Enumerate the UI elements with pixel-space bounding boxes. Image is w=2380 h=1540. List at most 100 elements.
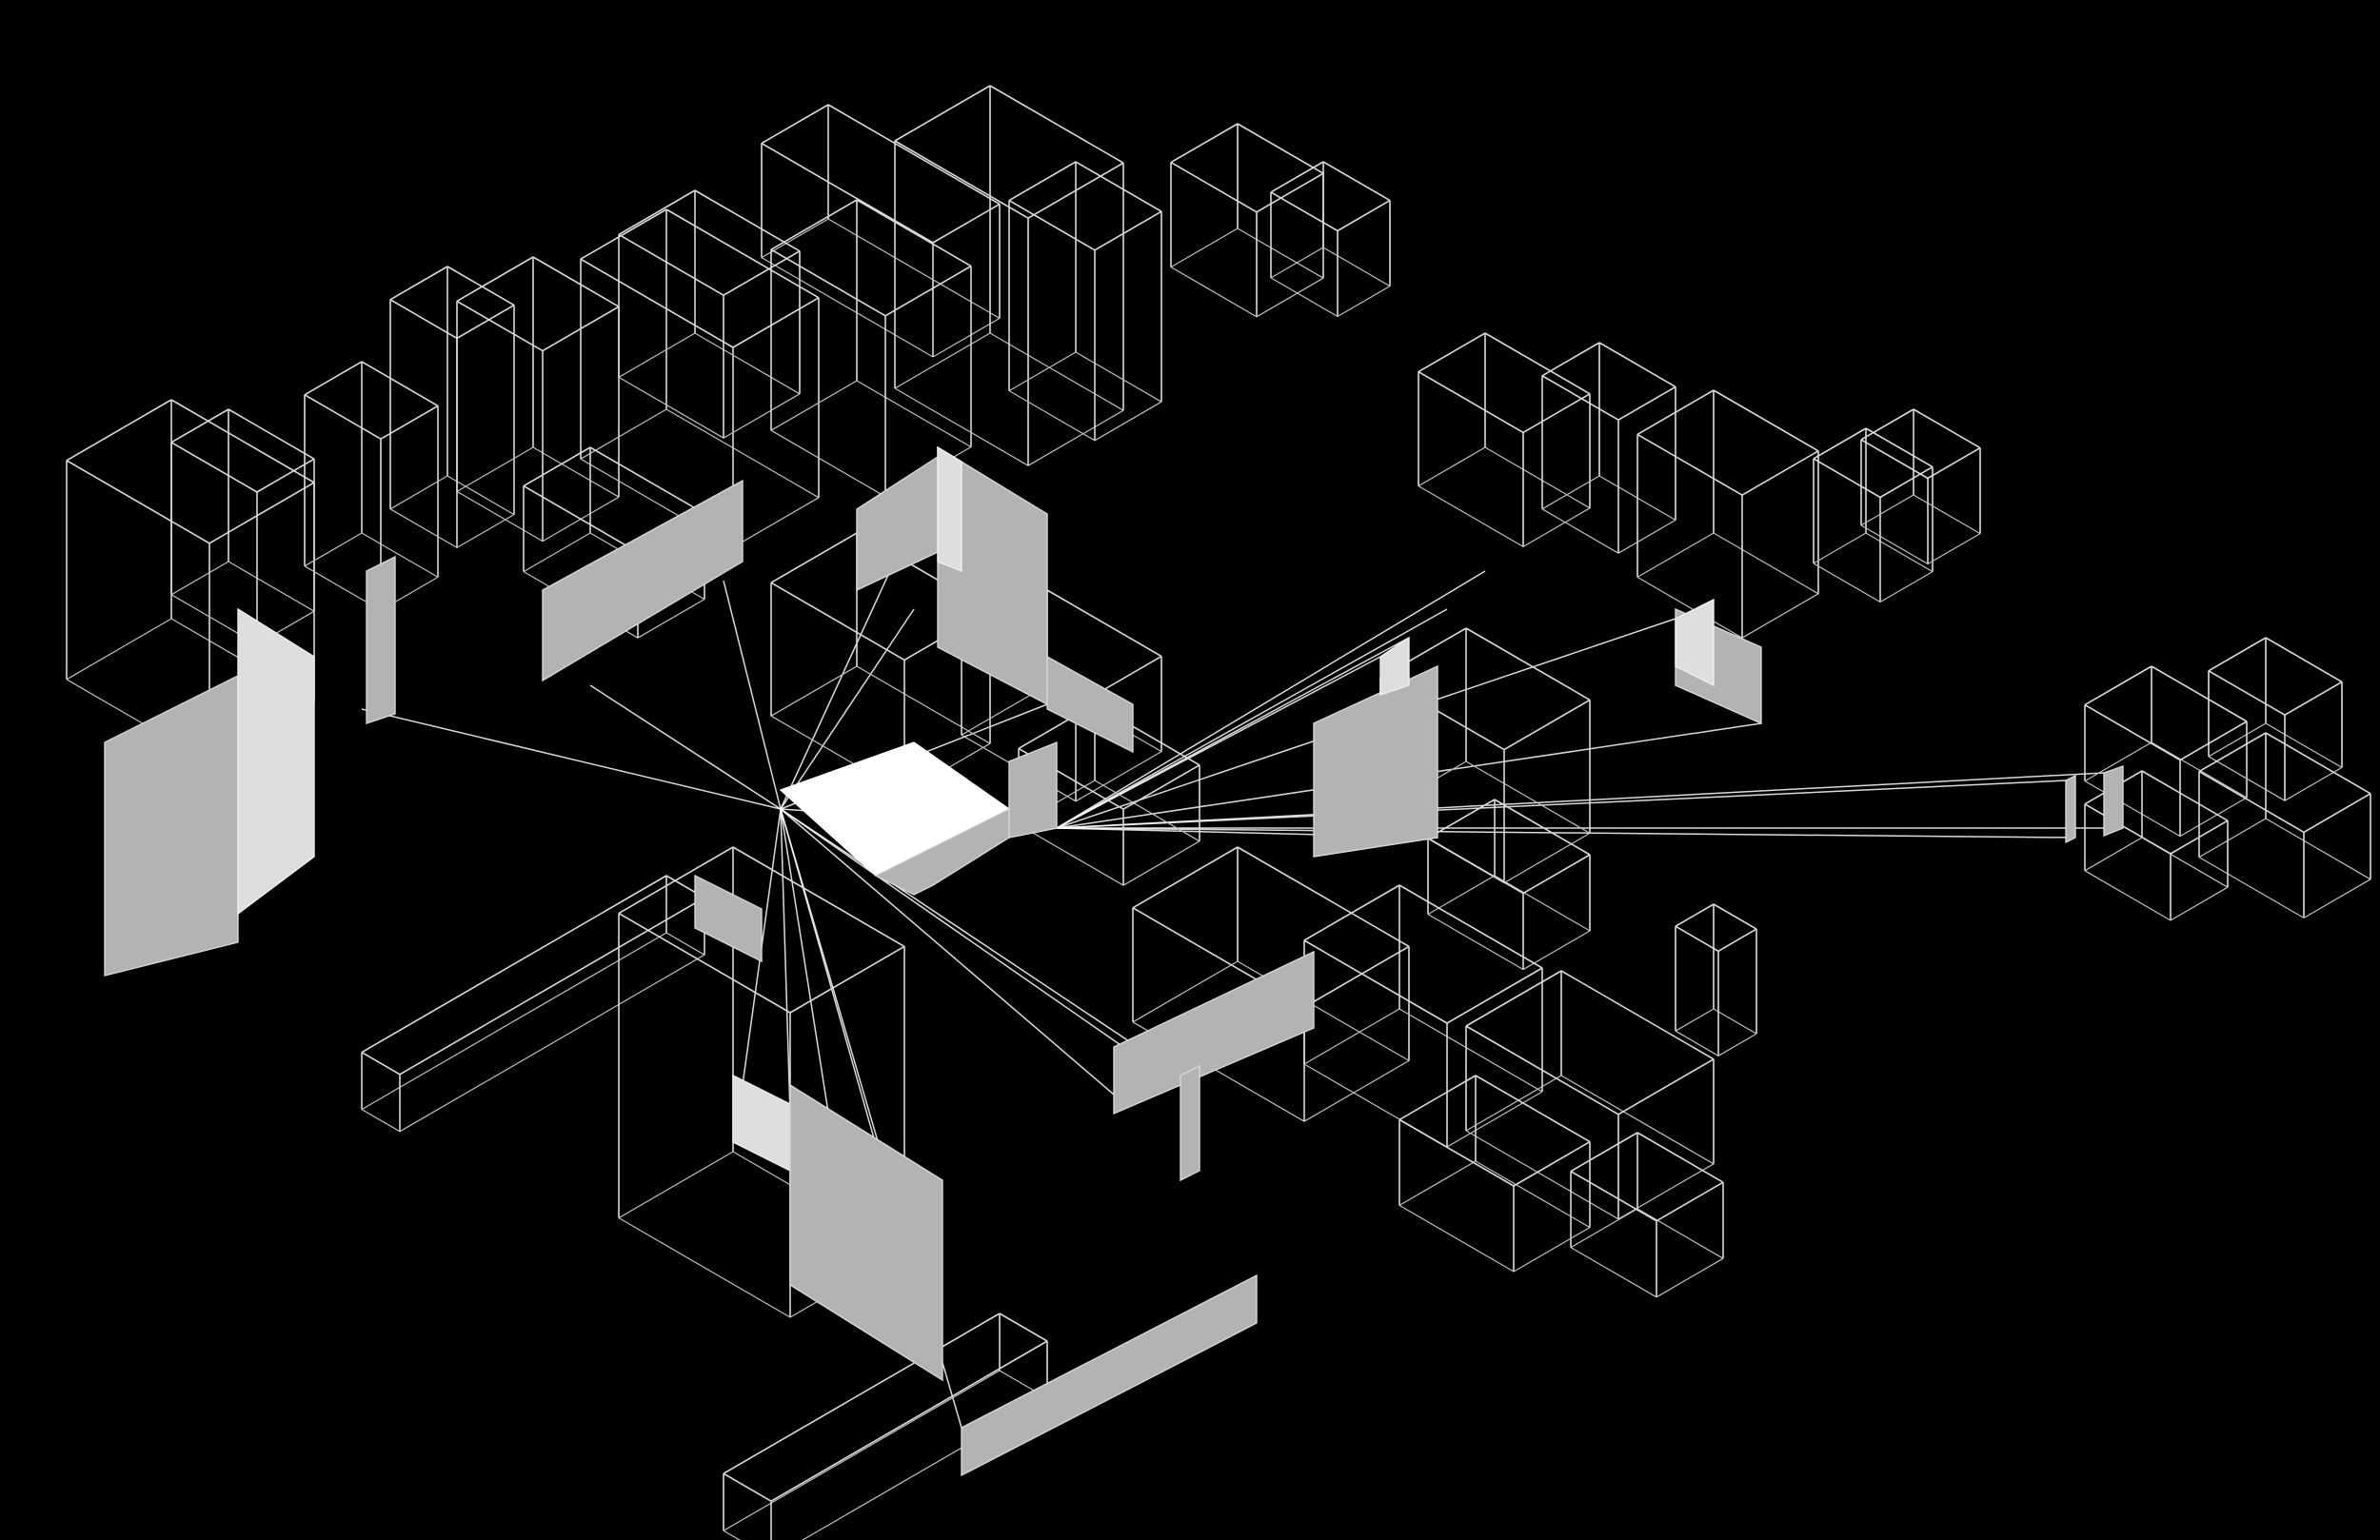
block-edge <box>770 380 858 431</box>
block-edge <box>1398 1075 1477 1121</box>
block-edge <box>1046 589 1162 658</box>
block-edge <box>1860 408 1914 441</box>
block-edge <box>304 361 363 396</box>
block-edge <box>932 317 1001 358</box>
block-edge <box>361 932 667 1111</box>
block-edge <box>1598 342 1676 388</box>
block-edge <box>1541 475 1600 510</box>
block-lower-right-d <box>1570 1132 1724 1298</box>
block-edge <box>1813 458 1881 499</box>
block-edge <box>1270 277 1339 318</box>
block-edge <box>456 256 534 303</box>
block-edge <box>1494 875 1591 932</box>
block-edge <box>1675 925 1719 952</box>
block-edge <box>532 256 620 307</box>
block-edge <box>2084 870 2172 921</box>
block-edge <box>1018 823 1124 886</box>
block-edge <box>1008 161 1077 202</box>
block-edge <box>1170 227 1239 268</box>
block-edge <box>723 1370 1001 1531</box>
block-edge <box>2084 780 2181 838</box>
building-blocks-layer <box>66 85 2371 1540</box>
block-edge <box>1418 446 1486 487</box>
block-edge <box>894 85 991 142</box>
highlighted-faces-layer <box>104 445 2124 1477</box>
block-edge <box>2208 670 2286 716</box>
block-edge <box>2208 756 2286 801</box>
block-edge <box>304 532 363 567</box>
block-edge <box>1418 332 1486 373</box>
facade-plane-top-left <box>856 455 939 592</box>
block-edge <box>1484 332 1591 395</box>
block-lower-long <box>361 875 705 1133</box>
block-edge <box>1075 161 1162 212</box>
block-edge <box>618 332 696 378</box>
block-edge <box>1094 210 1162 251</box>
block-edge <box>228 408 315 460</box>
block-edge <box>361 1109 401 1133</box>
block-left-mid <box>456 256 620 543</box>
block-edge <box>1075 751 1162 802</box>
block-edge <box>1503 699 1591 751</box>
block-edge <box>1570 1247 1657 1298</box>
block-left-slim <box>389 266 515 548</box>
block-edge <box>170 442 258 493</box>
block-edge <box>1879 465 1934 499</box>
sightline <box>780 808 1115 1096</box>
block-edge <box>1475 1160 1591 1229</box>
block-edge <box>1636 532 1715 578</box>
block-edge <box>989 332 1124 411</box>
block-edge <box>1617 519 1676 554</box>
roof-edge-center <box>874 807 1010 896</box>
block-lower-right-a <box>1132 846 1410 1122</box>
block-edge <box>1270 161 1324 193</box>
block-edge <box>1813 563 1881 603</box>
block-isolated-column <box>1675 903 1757 1056</box>
block-edge <box>456 304 515 340</box>
block-edge <box>1303 1008 1400 1065</box>
block-edge <box>1617 385 1676 421</box>
block-edge <box>1541 508 1619 554</box>
facade-plane-right-a <box>1313 664 1438 858</box>
block-right-a <box>1418 332 1591 547</box>
block-edge <box>723 1530 742 1540</box>
block-edge <box>1237 227 1324 279</box>
block-edge <box>1503 832 1591 884</box>
block-edge <box>761 257 934 358</box>
facade-light-right-b <box>1675 598 1715 687</box>
block-edge <box>1617 1058 1715 1116</box>
block-edge <box>1813 427 1867 460</box>
block-edge <box>2265 732 2371 795</box>
block-edge <box>1522 854 1591 895</box>
block-edge <box>732 497 820 548</box>
block-edge <box>1427 875 1496 916</box>
block-edge <box>2208 637 2267 672</box>
block-edge <box>694 332 801 395</box>
block-edge <box>2284 766 2343 801</box>
block-edge <box>361 1051 401 1076</box>
sightline <box>780 808 791 1115</box>
block-right-d <box>1813 427 1934 603</box>
facade-notch-right-a <box>1379 636 1410 696</box>
block-edge <box>770 429 886 498</box>
block-edge <box>1303 1059 1410 1122</box>
sightline <box>1056 772 2105 829</box>
facade-plane-far-left-light <box>237 607 315 916</box>
sightline <box>723 580 782 810</box>
block-edge <box>1541 375 1619 421</box>
block-lower-right-e <box>1398 1075 1591 1273</box>
block-edge <box>732 297 820 348</box>
facade-plane-lower-tower <box>789 1083 943 1382</box>
facade-strip-lower-center <box>1180 1064 1200 1182</box>
block-edge <box>1494 799 1591 856</box>
block-edge <box>770 665 858 717</box>
block-edge <box>1303 884 1400 941</box>
block-edge <box>1636 1132 1724 1183</box>
block-edge <box>2170 886 2229 921</box>
block-edge <box>1927 533 1981 565</box>
block-edge <box>580 258 734 348</box>
block-edge <box>1322 247 1391 287</box>
sightline <box>1056 780 2067 829</box>
block-edge <box>618 846 734 915</box>
block-edge <box>1027 409 1124 466</box>
